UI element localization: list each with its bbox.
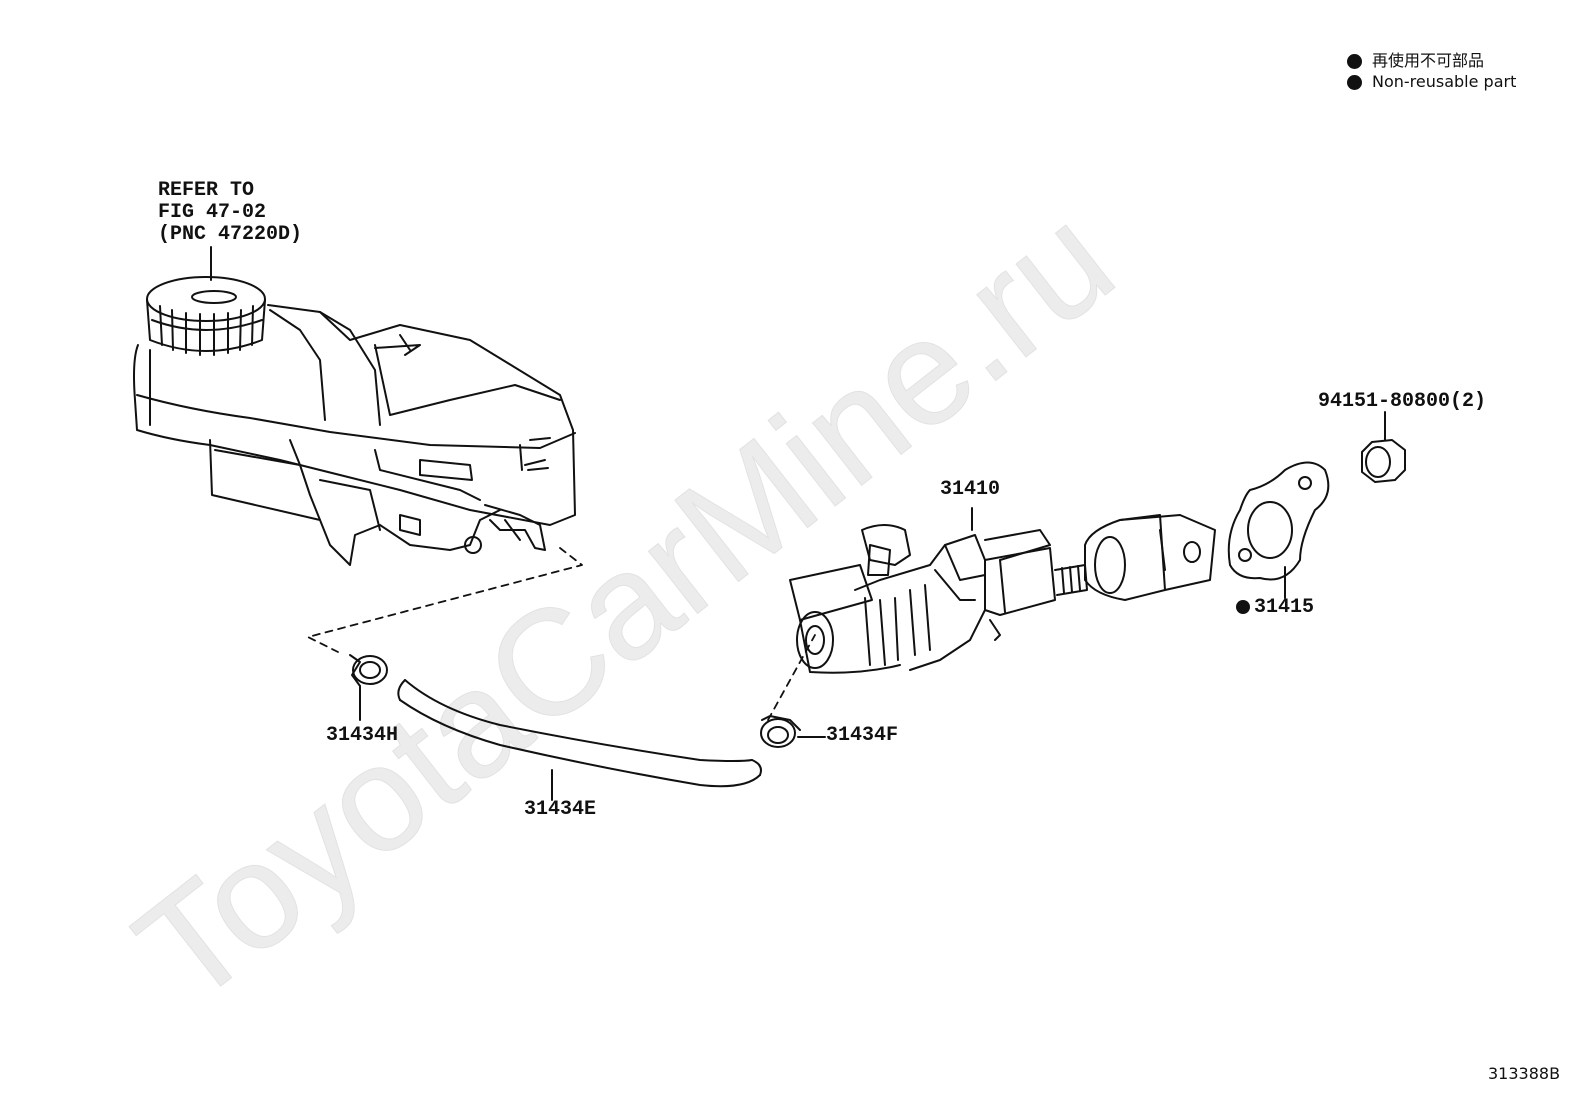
legend-text-en: Non-reusable part <box>1372 72 1517 91</box>
part-number-31415[interactable]: 31415 <box>1254 596 1315 619</box>
hose-31434e-illustration <box>397 679 762 801</box>
legend-item-en: Non-reusable part <box>1347 72 1516 91</box>
non-reusable-dot-icon <box>1236 599 1250 614</box>
reference-line-3: (PNC 47220D) <box>158 223 303 246</box>
nut-94151-illustration <box>1361 411 1406 483</box>
part-number-31410[interactable]: 31410 <box>940 478 1001 501</box>
reference-line-1: REFER TO <box>158 179 255 202</box>
clamp-31434f-illustration <box>760 715 826 748</box>
part-number-31434e[interactable]: 31434E <box>524 798 597 821</box>
legend-text-jp: 再使用不可部品 <box>1372 51 1485 70</box>
part-number-94151[interactable]: 94151-80800(2) <box>1318 390 1487 413</box>
reservoir-tank-illustration <box>133 246 576 566</box>
clamp-31434h-illustration <box>349 654 388 721</box>
part-number-31434h[interactable]: 31434H <box>326 724 399 747</box>
master-cylinder-31410-illustration <box>789 507 1216 674</box>
figure-id: 313388B <box>1488 1064 1561 1083</box>
reference-line-2: FIG 47-02 <box>158 201 267 224</box>
watermark-text: ToyotaCarMine.ru <box>106 174 1142 1035</box>
gasket-31415-illustration <box>1227 461 1330 599</box>
non-reusable-dot-icon <box>1347 54 1362 69</box>
reference-note: REFER TO FIG 47-02 (PNC 47220D) <box>158 180 302 246</box>
part-number-31415-row: 31415 <box>1236 596 1314 619</box>
legend-item-jp: 再使用不可部品 <box>1347 47 1484 71</box>
non-reusable-dot-icon <box>1347 75 1362 90</box>
part-number-31434f[interactable]: 31434F <box>826 724 899 747</box>
